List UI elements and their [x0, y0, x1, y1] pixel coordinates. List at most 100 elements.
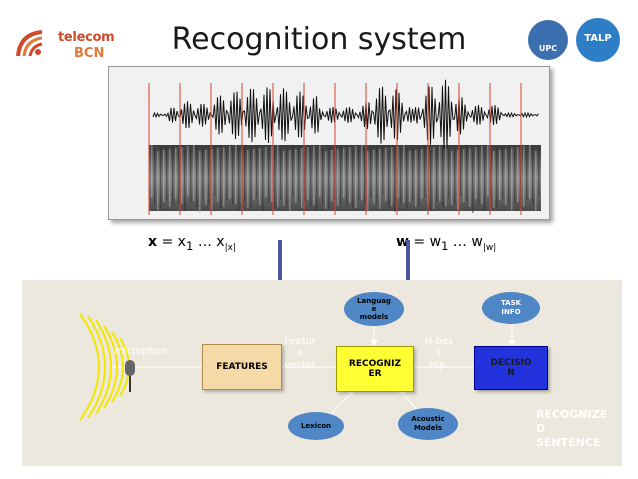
spectrogram-stripe	[463, 149, 465, 202]
spectrogram-stripe	[421, 149, 423, 199]
spectrogram-stripe	[235, 145, 237, 204]
spectrogram-stripe	[475, 147, 477, 199]
spectrogram-stripe	[232, 149, 234, 205]
spectrogram-stripe	[502, 146, 504, 199]
spectrogram-stripe	[343, 148, 345, 198]
spectrogram-stripe	[328, 147, 330, 208]
language-models-line3: models	[359, 313, 389, 321]
eq-x-symbol: x	[148, 234, 158, 250]
spectrogram-stripe	[226, 150, 228, 200]
upc-logo: UPC	[528, 20, 568, 60]
spectrogram-stripe	[265, 147, 267, 197]
eq-w-sub2: |w|	[482, 242, 497, 253]
spectrogram-stripe	[499, 150, 501, 200]
recognized-sentence-line3: SENTENCE	[536, 436, 601, 449]
spectrogram-stripe	[157, 151, 159, 210]
spectrogram-stripe	[358, 149, 360, 201]
decision-line2: N	[507, 368, 515, 378]
spectrogram-stripe	[256, 145, 258, 199]
task-info-ellipse: TASK INFO	[482, 292, 540, 324]
talp-logo-text: TALP	[584, 33, 612, 44]
spectrogram-stripe	[295, 149, 297, 203]
spectrogram-stripe	[361, 145, 363, 200]
language-models-line2: e	[371, 305, 377, 313]
spectrogram-stripe	[493, 151, 495, 208]
spectrogram-stripe	[184, 150, 186, 210]
spectrogram-stripe	[517, 147, 519, 202]
spectrogram-stripe	[187, 146, 189, 196]
features-box: FEATURES	[202, 344, 282, 390]
eq-w-dots: … w	[448, 234, 483, 250]
spectrogram-stripe	[373, 150, 375, 204]
spectrogram-stripe	[424, 145, 426, 198]
spectrogram-stripe	[166, 146, 168, 201]
spectrogram-stripe	[316, 149, 318, 211]
spectrogram-stripe	[259, 148, 261, 205]
nbest-line1: N-bes	[424, 336, 454, 347]
spectrogram-stripe	[349, 147, 351, 203]
spectrogram-stripe	[304, 151, 306, 201]
spectrogram-stripe	[307, 147, 309, 200]
spectrogram-stripe	[271, 146, 273, 202]
spectrogram-stripe	[160, 147, 162, 209]
recognizer-box: RECOGNIZ ER	[336, 346, 414, 392]
spectrogram-stripe	[196, 148, 198, 207]
spectrogram-stripe	[379, 149, 381, 209]
eq-w-symbol: w	[396, 234, 409, 250]
spectrogram-stripe	[415, 150, 417, 207]
university-logos: UPC TALP	[528, 14, 628, 64]
spectrogram-stripe	[472, 151, 474, 213]
spectrogram-stripe	[298, 145, 300, 202]
spectrogram-stripe	[469, 148, 471, 207]
language-models-ellipse: Languag e models	[344, 292, 404, 326]
spectrogram-stripe	[181, 147, 183, 204]
spectrogram-stripe	[394, 150, 396, 212]
nbest-line3: Hip.	[429, 360, 449, 371]
decision-line1: DECISIO	[490, 358, 532, 368]
spectrogram-stripe	[199, 151, 201, 213]
spectrogram-stripe	[163, 150, 165, 202]
spectrogram-stripe	[178, 151, 180, 205]
spectrogram-stripe	[409, 151, 411, 202]
spectrogram-stripe	[460, 146, 462, 196]
spectrogram-stripe	[247, 150, 249, 208]
spectrogram-stripe	[487, 145, 489, 196]
feature-vector-label: Featur e vector	[280, 336, 320, 372]
recognized-sentence-line2: D	[536, 422, 546, 435]
spectrogram-stripe	[400, 149, 402, 204]
spectrogram-stripe	[481, 146, 483, 204]
telecom-bcn-logo: telecom BCN	[10, 20, 120, 70]
spectrogram-stripe	[331, 150, 333, 201]
spectrogram-stripe	[214, 145, 216, 196]
spectrogram-stripe	[511, 148, 513, 210]
spectrogram-stripe	[151, 145, 153, 198]
spectrogram-stripe	[169, 149, 171, 207]
waveform	[152, 79, 539, 149]
spectrogram-stripe	[229, 146, 231, 199]
spectrogram-stripe	[457, 150, 459, 210]
eq-w-sub1: 1	[441, 238, 449, 253]
spectrogram-stripe	[505, 149, 507, 205]
spectrogram-stripe	[535, 151, 537, 211]
spectrogram-stripe	[436, 150, 438, 202]
spectrogram-stripe	[364, 148, 366, 206]
spectrogram-stripe	[514, 151, 516, 203]
spectrogram-stripe	[319, 145, 321, 197]
spectrogram-stripe	[172, 145, 174, 206]
spectrogram-stripe	[292, 146, 294, 197]
spectrogram-stripe	[154, 148, 156, 204]
spectrogram-stripe	[445, 145, 447, 206]
upc-logo-text: UPC	[538, 44, 558, 53]
spectrogram-stripe	[370, 147, 372, 198]
spectrogram-stripe	[367, 151, 369, 212]
recognizer-line1: RECOGNIZ	[348, 359, 402, 369]
spectrogram-stripe	[253, 149, 255, 200]
spectrogram-stripe	[202, 147, 204, 199]
task-info-line2: INFO	[501, 308, 521, 316]
spectrogram-stripe	[175, 148, 177, 199]
nbest-line2: t	[437, 348, 441, 359]
spectrogram-stripe	[508, 145, 510, 204]
frame-markers	[148, 83, 522, 215]
lexicon-label: Lexicon	[300, 422, 332, 430]
pipeline-connectors	[79, 313, 542, 421]
